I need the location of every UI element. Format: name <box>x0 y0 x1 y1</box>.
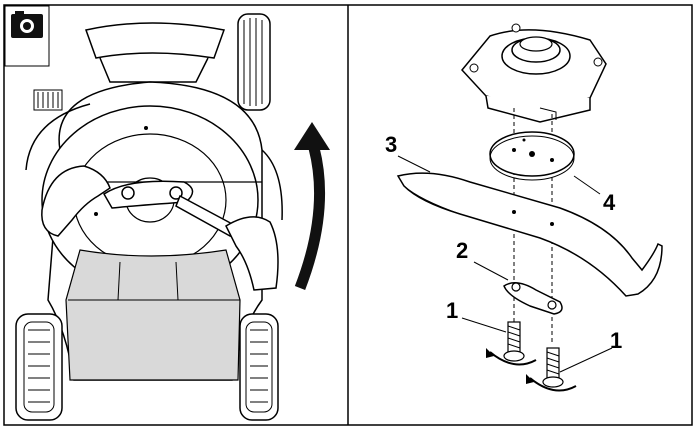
callout-1-left: 1 <box>446 298 459 323</box>
callout-3: 3 <box>385 132 398 157</box>
front-wheel-left <box>15 313 63 421</box>
camera-icon <box>4 5 50 67</box>
callout-2: 2 <box>456 238 469 263</box>
front-wheel-right <box>239 313 279 421</box>
washer-plate <box>503 282 563 315</box>
bolt-left <box>486 321 537 366</box>
bolt-right <box>526 347 577 392</box>
mower-blade <box>396 172 663 297</box>
left-panel <box>4 5 330 421</box>
right-hand <box>225 216 279 291</box>
rear-wheel-right <box>237 13 271 111</box>
rotation-arrow-icon <box>294 122 330 290</box>
motor-flange <box>461 23 607 123</box>
blade-with-wrench <box>103 180 238 238</box>
rear-flap <box>85 22 226 59</box>
lower-shell <box>65 249 241 381</box>
callout-4: 4 <box>603 190 616 215</box>
callout-1-right: 1 <box>610 328 623 353</box>
rear-wheel-left <box>33 89 63 111</box>
blade-adapter-disc <box>489 131 575 181</box>
left-hand <box>41 165 111 237</box>
right-panel <box>396 23 663 392</box>
leader-lines <box>397 155 613 373</box>
